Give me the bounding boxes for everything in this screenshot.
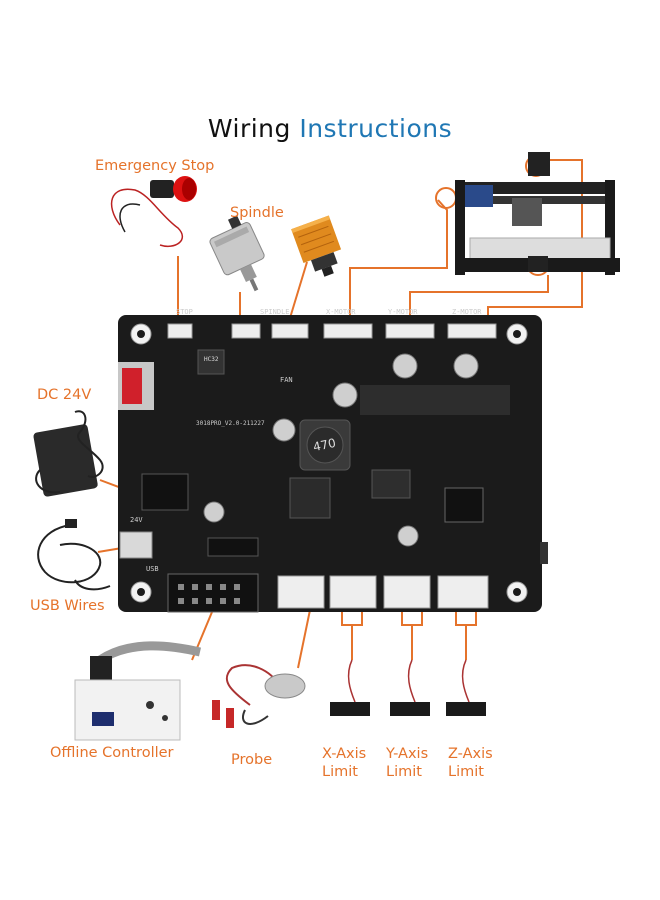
usb-cable-icon bbox=[37, 519, 111, 591]
label-dc24v: DC 24V bbox=[37, 387, 92, 403]
silk-version: 3018PRO_V2.0-211227 bbox=[196, 420, 265, 427]
label-y-axis: Y-Axis Limit bbox=[386, 745, 428, 781]
leader-y-motor bbox=[409, 275, 549, 318]
cnc-machine-icon bbox=[455, 152, 620, 275]
power-adapter-icon bbox=[33, 410, 104, 497]
controller-board bbox=[118, 315, 548, 613]
silk-stop: STOP bbox=[176, 308, 193, 316]
label-x-axis-line1: X-Axis bbox=[322, 746, 367, 762]
label-x-axis-line2: Limit bbox=[322, 764, 358, 780]
silk-z-motor: Z-MOTOR bbox=[452, 308, 482, 316]
label-spindle: Spindle bbox=[230, 205, 284, 221]
label-usb-wires: USB Wires bbox=[30, 598, 105, 614]
silk-x-motor: X-MOTOR bbox=[326, 308, 356, 316]
probe-icon bbox=[212, 664, 306, 728]
limit-switch-icon bbox=[330, 659, 486, 716]
silk-ic: HC32 bbox=[204, 356, 219, 363]
label-probe: Probe bbox=[231, 752, 273, 768]
silk-usb: USB bbox=[146, 565, 159, 573]
label-y-axis-line2: Limit bbox=[386, 764, 422, 780]
silk-y-motor: Y-MOTOR bbox=[388, 308, 418, 316]
bracket-y bbox=[401, 610, 423, 626]
silk-spindle: SPINDLE bbox=[260, 308, 290, 316]
diagram-title: Wiring Instructions bbox=[0, 114, 660, 143]
title-part-wiring: Wiring bbox=[207, 114, 300, 143]
label-offline-controller: Offline Controller bbox=[50, 745, 174, 761]
leader-z-motor bbox=[487, 159, 583, 318]
bracket-x bbox=[341, 610, 363, 626]
label-emergency-stop: Emergency Stop bbox=[95, 158, 215, 174]
leader-probe bbox=[297, 609, 311, 669]
offline-controller-icon bbox=[74, 641, 202, 741]
label-x-axis: X-Axis Limit bbox=[322, 745, 366, 781]
spindle-motor-icon bbox=[209, 215, 265, 292]
label-y-axis-line1: Y-Axis bbox=[386, 746, 429, 762]
laser-module-icon bbox=[291, 215, 342, 277]
silk-24v: 24V bbox=[130, 516, 143, 524]
title-part-instructions: Instructions bbox=[299, 114, 453, 143]
bracket-z bbox=[455, 610, 477, 626]
emergency-stop-icon bbox=[110, 176, 197, 247]
label-z-axis-line1: Z-Axis bbox=[448, 746, 493, 762]
leader-x-motor bbox=[349, 199, 448, 318]
leader-laser bbox=[289, 261, 308, 319]
highlight-x bbox=[435, 187, 457, 209]
label-z-axis: Z-Axis Limit bbox=[448, 745, 493, 781]
label-z-axis-line2: Limit bbox=[448, 764, 484, 780]
silk-fan: FAN bbox=[280, 376, 293, 384]
